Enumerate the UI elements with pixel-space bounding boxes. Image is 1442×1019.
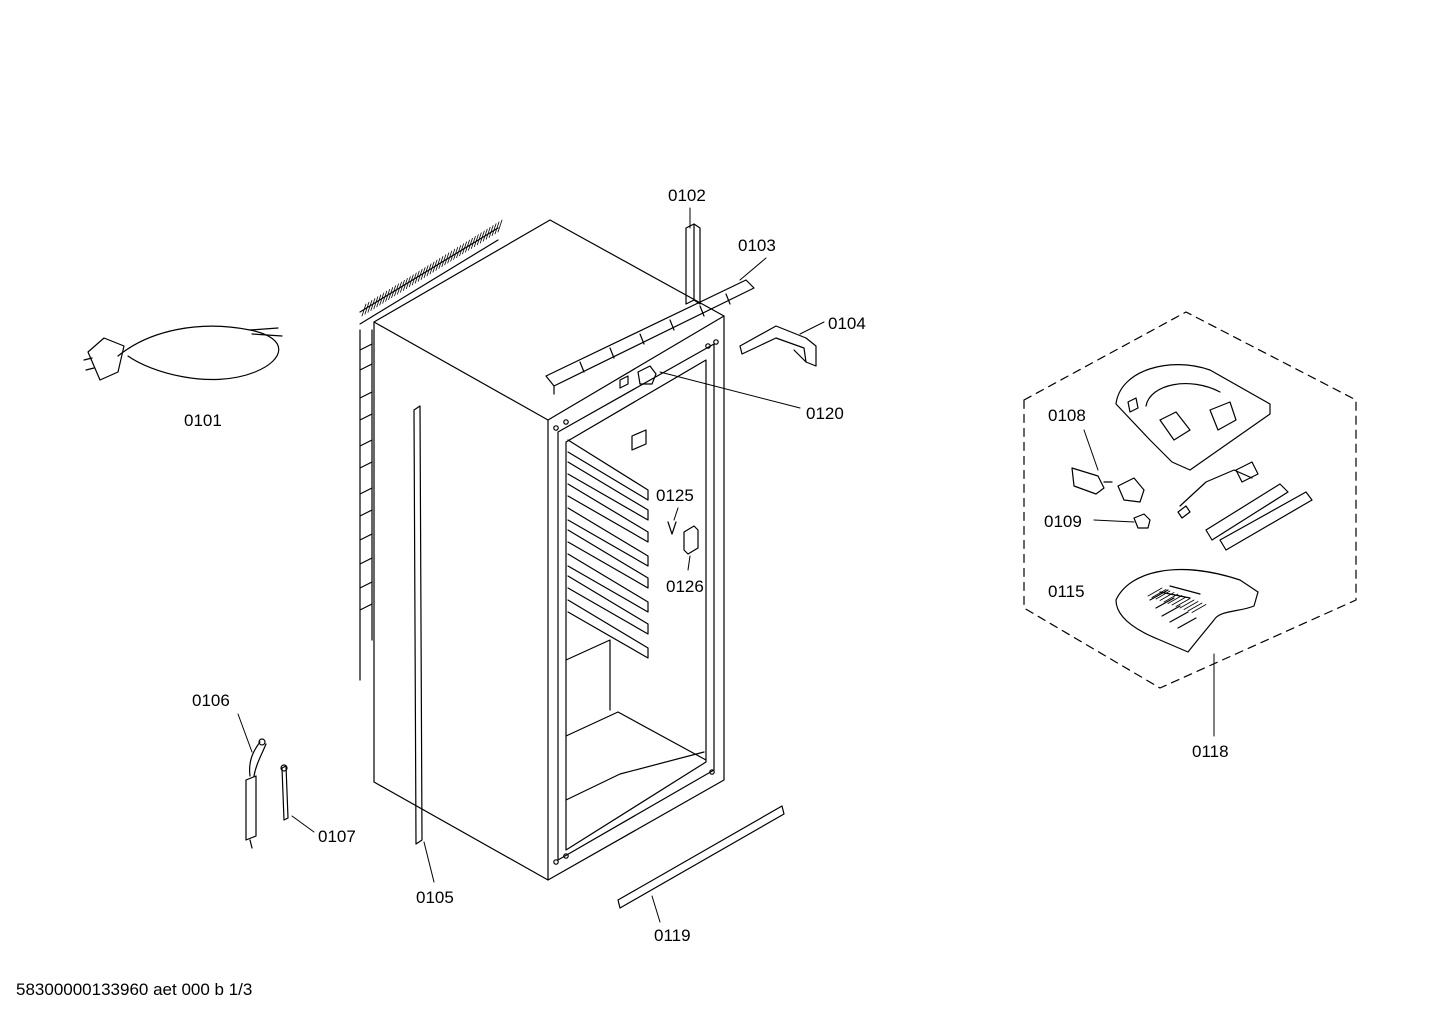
label-0105: 0105 (416, 888, 454, 907)
label-0115: 0115 (1048, 582, 1085, 601)
label-0104: 0104 (828, 314, 866, 333)
label-0101: 0101 (184, 411, 222, 430)
part-0107-probe (280, 764, 289, 821)
power-cord-part (83, 325, 283, 381)
part-0103-rail (545, 279, 755, 395)
label-0108: 0108 (1048, 406, 1086, 425)
label-0119: 0119 (654, 926, 691, 945)
cabinet-body (373, 219, 725, 881)
condenser-grid (359, 219, 503, 681)
label-0102: 0102 (668, 186, 706, 205)
part-0106-sensor (245, 738, 267, 849)
part-0120-switch (619, 365, 657, 389)
part-labels: 0101 0102 0103 0104 0105 0106 0107 0108 … (184, 186, 1229, 945)
part-0125-clip (667, 521, 677, 535)
label-0125: 0125 (656, 486, 694, 505)
part-0118-lamp-assembly (1023, 311, 1357, 689)
label-0118: 0118 (1192, 742, 1229, 761)
part-0104-bracket (739, 325, 817, 367)
label-0106: 0106 (192, 691, 230, 710)
label-0120: 0120 (806, 404, 844, 423)
part-0126-block (683, 525, 699, 555)
drawing-reference-footer: 58300000133960 aet 000 b 1/3 (16, 980, 253, 999)
part-0105-strip (413, 405, 423, 845)
part-0102-strip (685, 223, 701, 305)
label-0103: 0103 (738, 236, 776, 255)
label-0126: 0126 (666, 577, 704, 596)
part-0119-strip (617, 805, 785, 909)
label-0107: 0107 (318, 827, 356, 846)
label-0109: 0109 (1044, 512, 1082, 531)
leader-lines (237, 207, 1215, 923)
